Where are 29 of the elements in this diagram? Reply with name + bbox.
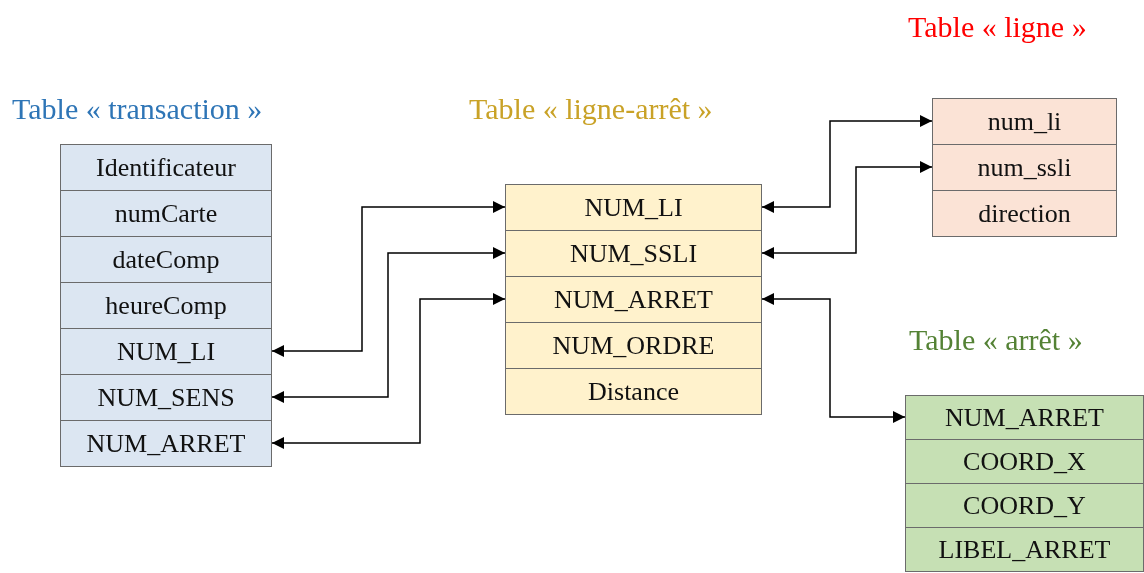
arrow (761, 115, 933, 213)
table-title: Table « transaction » (12, 92, 263, 126)
table-row: NUM_SSLI (505, 230, 762, 277)
table-row: dateComp (60, 236, 272, 283)
table-row: COORD_Y (905, 483, 1144, 528)
arrow (761, 293, 906, 423)
table-row: num_ssli (932, 144, 1117, 191)
table-title: Table « ligne-arrêt » (469, 92, 713, 126)
table-row: LIBEL_ARRET (905, 527, 1144, 572)
table-row: Distance (505, 368, 762, 415)
table-row: NUM_SENS (60, 374, 272, 421)
table-row: heureComp (60, 282, 272, 329)
table-row: numCarte (60, 190, 272, 237)
table-row: NUM_ARRET (60, 420, 272, 467)
arrow (761, 161, 933, 259)
table-row: direction (932, 190, 1117, 237)
table-row: Identificateur (60, 144, 272, 191)
table-title: Table « arrêt » (909, 323, 1083, 357)
table-row: NUM_LI (60, 328, 272, 375)
table-title: Table « ligne » (908, 10, 1087, 44)
table-row: NUM_LI (505, 184, 762, 231)
arrow (271, 201, 506, 357)
table-row: COORD_X (905, 439, 1144, 484)
arrow (271, 293, 506, 449)
arrow (271, 247, 506, 403)
table-row: NUM_ARRET (505, 276, 762, 323)
table-row: NUM_ARRET (905, 395, 1144, 440)
table-row: num_li (932, 98, 1117, 145)
table-row: NUM_ORDRE (505, 322, 762, 369)
